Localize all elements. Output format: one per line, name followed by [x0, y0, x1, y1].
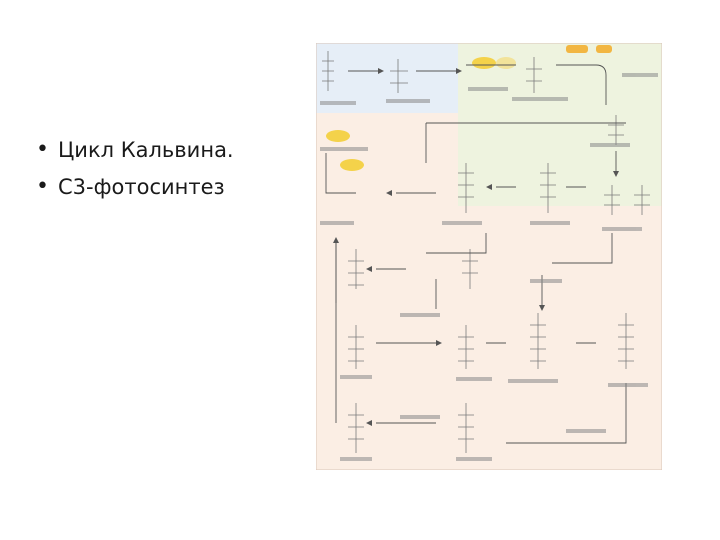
bullet-item: • С3-фотосинтез — [36, 173, 234, 201]
reaction-arrows — [325, 64, 627, 444]
bullet-list: • Цикл Кальвина. • С3-фотосинтез — [36, 136, 234, 210]
bullet-dot-icon: • — [36, 137, 49, 162]
bullet-dot-icon: • — [36, 174, 49, 199]
diagram-right-panel — [458, 43, 662, 206]
bullet-item: • Цикл Кальвина. — [36, 136, 234, 164]
bullet-text: Цикл Кальвина. — [58, 138, 234, 162]
adp-badge — [496, 57, 516, 69]
arrowheads — [333, 68, 619, 426]
atp-badge — [340, 159, 364, 171]
nadph-badge — [566, 45, 588, 53]
atp-badge — [472, 57, 496, 69]
bullet-text: С3-фотосинтез — [58, 175, 225, 199]
molecule-structures — [322, 51, 650, 453]
calvin-cycle-diagram — [316, 43, 662, 470]
adp-badge — [326, 130, 350, 142]
diagram-label-blocks — [320, 73, 658, 461]
nadp-badge — [596, 45, 612, 53]
